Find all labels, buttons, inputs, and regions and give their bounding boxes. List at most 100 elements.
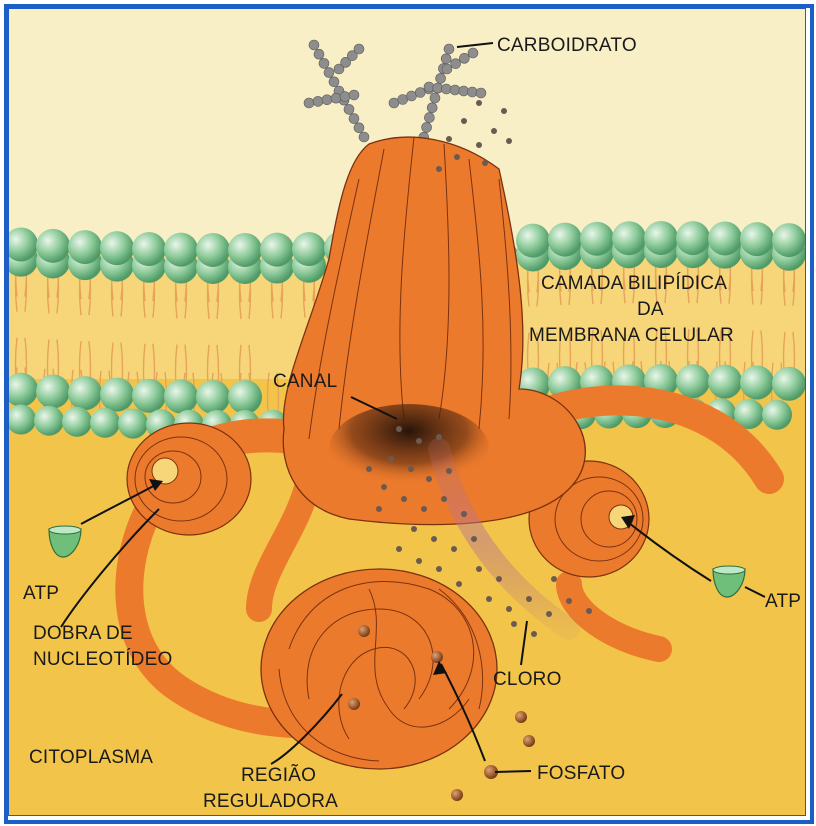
chloride-ion bbox=[586, 608, 592, 614]
sugar-unit bbox=[459, 53, 469, 63]
lipid-head bbox=[676, 221, 710, 255]
lipid-head bbox=[260, 233, 294, 267]
label-regulatory-line1: REGIÃO bbox=[241, 764, 316, 786]
sugar-unit bbox=[344, 104, 354, 114]
lipid-head bbox=[516, 224, 550, 258]
sugar-unit bbox=[354, 44, 364, 54]
chloride-ion bbox=[461, 118, 467, 124]
chloride-ion bbox=[446, 468, 452, 474]
lipid-head bbox=[292, 232, 326, 266]
sugar-unit bbox=[442, 64, 452, 74]
label-phosphate: FOSFATO bbox=[537, 763, 625, 784]
label-atp-left: ATP bbox=[23, 583, 59, 604]
sugar-unit bbox=[309, 40, 319, 50]
cftr-channel-diagram: CARBOIDRATO CAMADA BILIPÍDICA DA MEMBRAN… bbox=[9, 9, 805, 815]
lipid-head bbox=[164, 380, 198, 414]
chloride-ion bbox=[451, 546, 457, 552]
chloride-ion bbox=[401, 496, 407, 502]
chloride-ion bbox=[436, 166, 442, 172]
lipid-head bbox=[132, 232, 166, 266]
chloride-ion bbox=[421, 506, 427, 512]
chloride-ion bbox=[546, 611, 552, 617]
chloride-ion bbox=[501, 108, 507, 114]
lipid-head bbox=[196, 233, 230, 267]
lipid-head bbox=[740, 222, 774, 256]
lipid-head bbox=[228, 380, 262, 414]
sugar-unit bbox=[329, 77, 339, 87]
chloride-ion bbox=[491, 128, 497, 134]
lipid-head bbox=[62, 407, 92, 437]
lipid-head bbox=[740, 366, 774, 400]
sugar-unit bbox=[324, 68, 334, 78]
chloride-ion bbox=[476, 566, 482, 572]
sugar-unit bbox=[314, 49, 324, 59]
lipid-head bbox=[34, 406, 64, 436]
chloride-ion bbox=[566, 598, 572, 604]
sugar-unit bbox=[468, 48, 478, 58]
lipid-head bbox=[100, 378, 134, 412]
label-cytoplasm: CITOPLASMA bbox=[29, 747, 153, 768]
chloride-ion bbox=[431, 536, 437, 542]
chloride-ion bbox=[396, 426, 402, 432]
label-bilayer-line2: DA bbox=[637, 299, 664, 320]
lipid-head bbox=[676, 364, 710, 398]
lipid-head bbox=[100, 231, 134, 265]
label-channel: CANAL bbox=[273, 371, 337, 392]
sugar-unit bbox=[444, 44, 454, 54]
sugar-unit bbox=[349, 114, 359, 124]
label-regulatory-line2: REGULADORA bbox=[203, 791, 338, 812]
chloride-ion bbox=[376, 506, 382, 512]
chloride-ion bbox=[388, 456, 394, 462]
label-bilayer-line1: CAMADA BILIPÍDICA bbox=[541, 273, 727, 294]
sugar-unit bbox=[476, 88, 486, 98]
lipid-head bbox=[772, 223, 805, 257]
chloride-ion bbox=[454, 154, 460, 160]
lipid-head bbox=[708, 221, 742, 255]
label-nucleotide-fold-line2: NUCLEOTÍDEO bbox=[33, 649, 172, 670]
sugar-unit bbox=[349, 90, 359, 100]
chloride-ion bbox=[426, 476, 432, 482]
chloride-ion bbox=[471, 536, 477, 542]
sugar-unit bbox=[359, 132, 369, 142]
sugar-unit bbox=[331, 93, 341, 103]
phosphate-dot bbox=[358, 625, 370, 637]
chloride-ion bbox=[526, 596, 532, 602]
chloride-ion bbox=[411, 526, 417, 532]
chloride-ion bbox=[436, 566, 442, 572]
label-nucleotide-fold-line1: DOBRA DE bbox=[33, 623, 133, 644]
phosphate-dot bbox=[451, 789, 463, 801]
nucleotide-fold-left bbox=[127, 423, 251, 535]
lipid-head bbox=[228, 233, 262, 267]
sugar-unit bbox=[436, 73, 446, 83]
sugar-unit bbox=[304, 98, 314, 108]
chloride-ion bbox=[476, 142, 482, 148]
chloride-ion bbox=[416, 438, 422, 444]
lipid-head bbox=[644, 221, 678, 255]
chloride-ion bbox=[446, 136, 452, 142]
lipid-head bbox=[36, 374, 70, 408]
sugar-unit bbox=[451, 59, 461, 69]
phosphate-dot bbox=[348, 698, 360, 710]
chloride-ion bbox=[506, 606, 512, 612]
label-carbohydrate: CARBOIDRATO bbox=[497, 35, 637, 56]
chloride-ion bbox=[396, 546, 402, 552]
sugar-unit bbox=[424, 113, 434, 123]
sugar-unit bbox=[441, 54, 451, 64]
chloride-ion bbox=[551, 576, 557, 582]
chloride-ion bbox=[531, 631, 537, 637]
chloride-ion bbox=[486, 596, 492, 602]
lipid-head bbox=[708, 365, 742, 399]
chloride-ion bbox=[381, 484, 387, 490]
chloride-ion bbox=[496, 576, 502, 582]
label-chloride: CLORO bbox=[493, 669, 562, 690]
label-atp-right: ATP bbox=[765, 591, 801, 612]
chloride-ion bbox=[506, 138, 512, 144]
lipid-head bbox=[36, 229, 70, 263]
sugar-unit bbox=[340, 92, 350, 102]
lipid-head bbox=[612, 221, 646, 255]
chloride-ion bbox=[511, 621, 517, 627]
chloride-ion bbox=[482, 160, 488, 166]
sugar-unit bbox=[322, 95, 332, 105]
label-bilayer-line3: MEMBRANA CELULAR bbox=[529, 325, 734, 346]
chloride-ion bbox=[416, 558, 422, 564]
